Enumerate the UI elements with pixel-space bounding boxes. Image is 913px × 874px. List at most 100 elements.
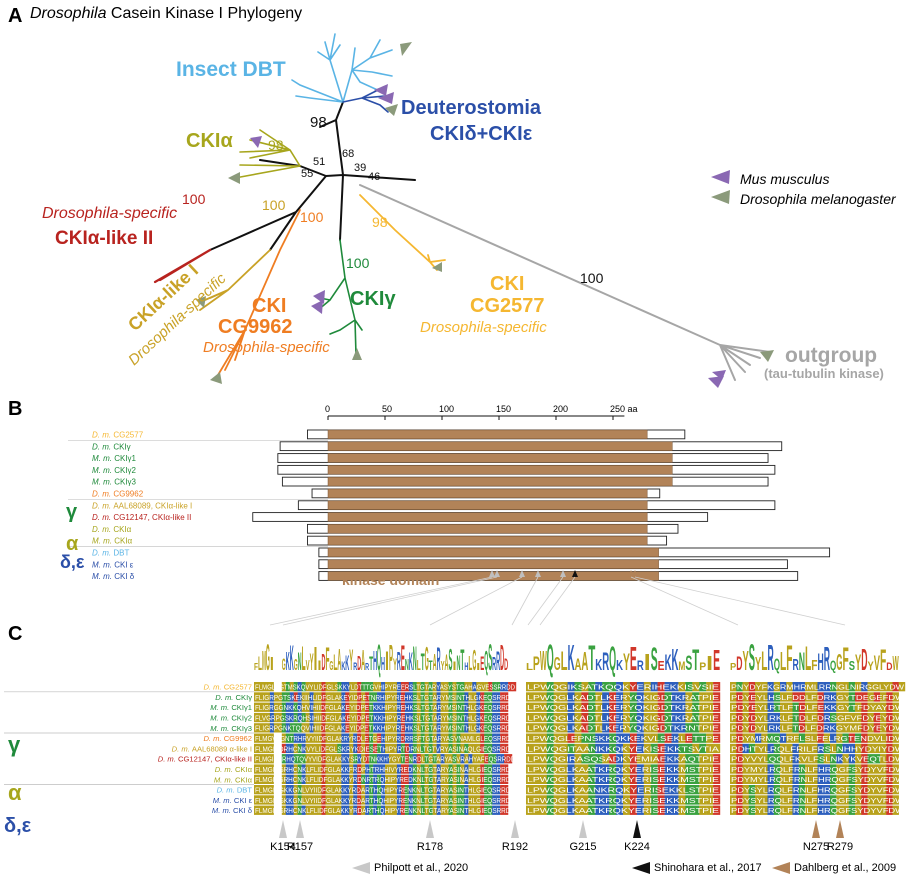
residue-cell — [553, 785, 561, 795]
residue-cell — [400, 774, 406, 784]
residue-cell — [805, 754, 812, 764]
protein-name: CG2577 — [113, 431, 143, 440]
residue-cell — [636, 743, 644, 754]
residue-cell — [786, 795, 793, 805]
residue-cell — [412, 743, 417, 754]
residue-cell — [588, 805, 596, 815]
residue-cell — [257, 795, 263, 805]
residue-cell — [273, 723, 279, 733]
residue-cell — [861, 785, 868, 795]
residue-cell — [476, 733, 481, 743]
residue-cell — [588, 702, 596, 712]
logo-letter: E — [630, 640, 637, 677]
residue-cell — [546, 805, 554, 815]
residue-cell — [452, 733, 457, 743]
residue-cell — [595, 682, 603, 692]
residue-cell — [664, 723, 672, 733]
protein-name-label: M. m. CKIγ3 — [92, 478, 137, 487]
residue-cell — [269, 712, 275, 723]
residue-cell — [396, 774, 402, 784]
residue-cell — [574, 682, 582, 692]
residue-cell — [623, 712, 631, 723]
residue-cell — [867, 795, 874, 805]
residue-cell — [539, 692, 547, 702]
residue-label: R157 — [287, 841, 313, 853]
residue-cell — [873, 692, 881, 702]
residue-cell — [381, 702, 386, 712]
residue-cell — [436, 754, 441, 764]
logo-letter: G — [836, 649, 842, 675]
residue-cell — [492, 754, 497, 764]
residue-cell — [671, 702, 679, 712]
residue-cell — [706, 764, 714, 774]
residue-cell — [492, 682, 497, 692]
residue-cell — [836, 712, 843, 723]
residue-cell — [325, 774, 330, 784]
residue-cell — [365, 733, 370, 743]
residue-cell — [873, 733, 881, 743]
residue-cell — [836, 682, 843, 692]
residue-cell — [468, 692, 473, 702]
residue-cell — [392, 795, 398, 805]
residue-cell — [484, 764, 489, 774]
residue-cell — [337, 805, 342, 815]
residue-cell — [436, 692, 441, 702]
residue-cell — [357, 785, 362, 795]
residue-cell — [373, 682, 378, 692]
residue-cell — [792, 733, 799, 743]
residue-cell — [539, 785, 547, 795]
residue-cell — [623, 785, 631, 795]
residue-cell — [848, 764, 856, 774]
residue-cell — [496, 692, 501, 702]
residue-cell — [293, 795, 298, 805]
clade-label-ckig: CKIγ — [350, 288, 396, 310]
species-prefix: D. m. — [92, 525, 113, 534]
residue-cell — [456, 733, 461, 743]
residue-cell — [325, 723, 330, 733]
residue-cell — [742, 692, 749, 702]
residue-cell — [736, 702, 743, 712]
logo-letter: F — [880, 644, 886, 677]
logo-letter: F — [254, 662, 258, 673]
residue-cell — [492, 764, 497, 774]
branches-ckia-like-2 — [153, 248, 212, 284]
logo-letter: A — [433, 649, 437, 675]
residue-cell — [476, 774, 481, 784]
residue-cell — [492, 733, 497, 743]
residue-cell — [472, 754, 477, 764]
residue-cell — [657, 733, 665, 743]
residue-cell — [420, 682, 425, 692]
residue-cell — [699, 733, 707, 743]
residue-cell — [436, 785, 441, 795]
residue-cell — [424, 774, 429, 784]
axis-tick-label: 150 — [496, 404, 511, 414]
residue-cell — [277, 795, 282, 805]
residue-cell — [420, 723, 425, 733]
residue-cell — [713, 712, 721, 723]
protein-name: AAL68089 α-like I — [192, 744, 252, 753]
residue-cell — [546, 754, 554, 764]
residue-cell — [353, 805, 358, 815]
residue-cell — [464, 733, 469, 743]
residue-cell — [257, 712, 263, 723]
residue-cell — [329, 682, 334, 692]
residue-cell — [755, 795, 762, 805]
residue-cell — [773, 754, 781, 764]
residue-cell — [460, 774, 465, 784]
residue-cell — [353, 723, 358, 733]
residue-cell — [424, 702, 429, 712]
residue-cell — [848, 723, 856, 733]
residue-cell — [692, 785, 700, 795]
residue-marker — [426, 820, 434, 838]
residue-cell — [836, 692, 843, 702]
residue-cell — [269, 682, 275, 692]
residue-sequence: FLMGI--GKKGNLVYIIDFGLAKKYRDARTHQHIPYRENK… — [255, 796, 515, 805]
residue-cell — [277, 764, 282, 774]
alignment-row-label: D. m. CG9962 — [203, 734, 252, 743]
residue-cell — [373, 692, 378, 702]
residue-cell — [329, 733, 334, 743]
support-like1: 100 — [262, 197, 286, 213]
residue-cell — [400, 682, 406, 692]
species-prefix: D. m. — [172, 744, 192, 753]
residue-cell — [396, 743, 402, 754]
